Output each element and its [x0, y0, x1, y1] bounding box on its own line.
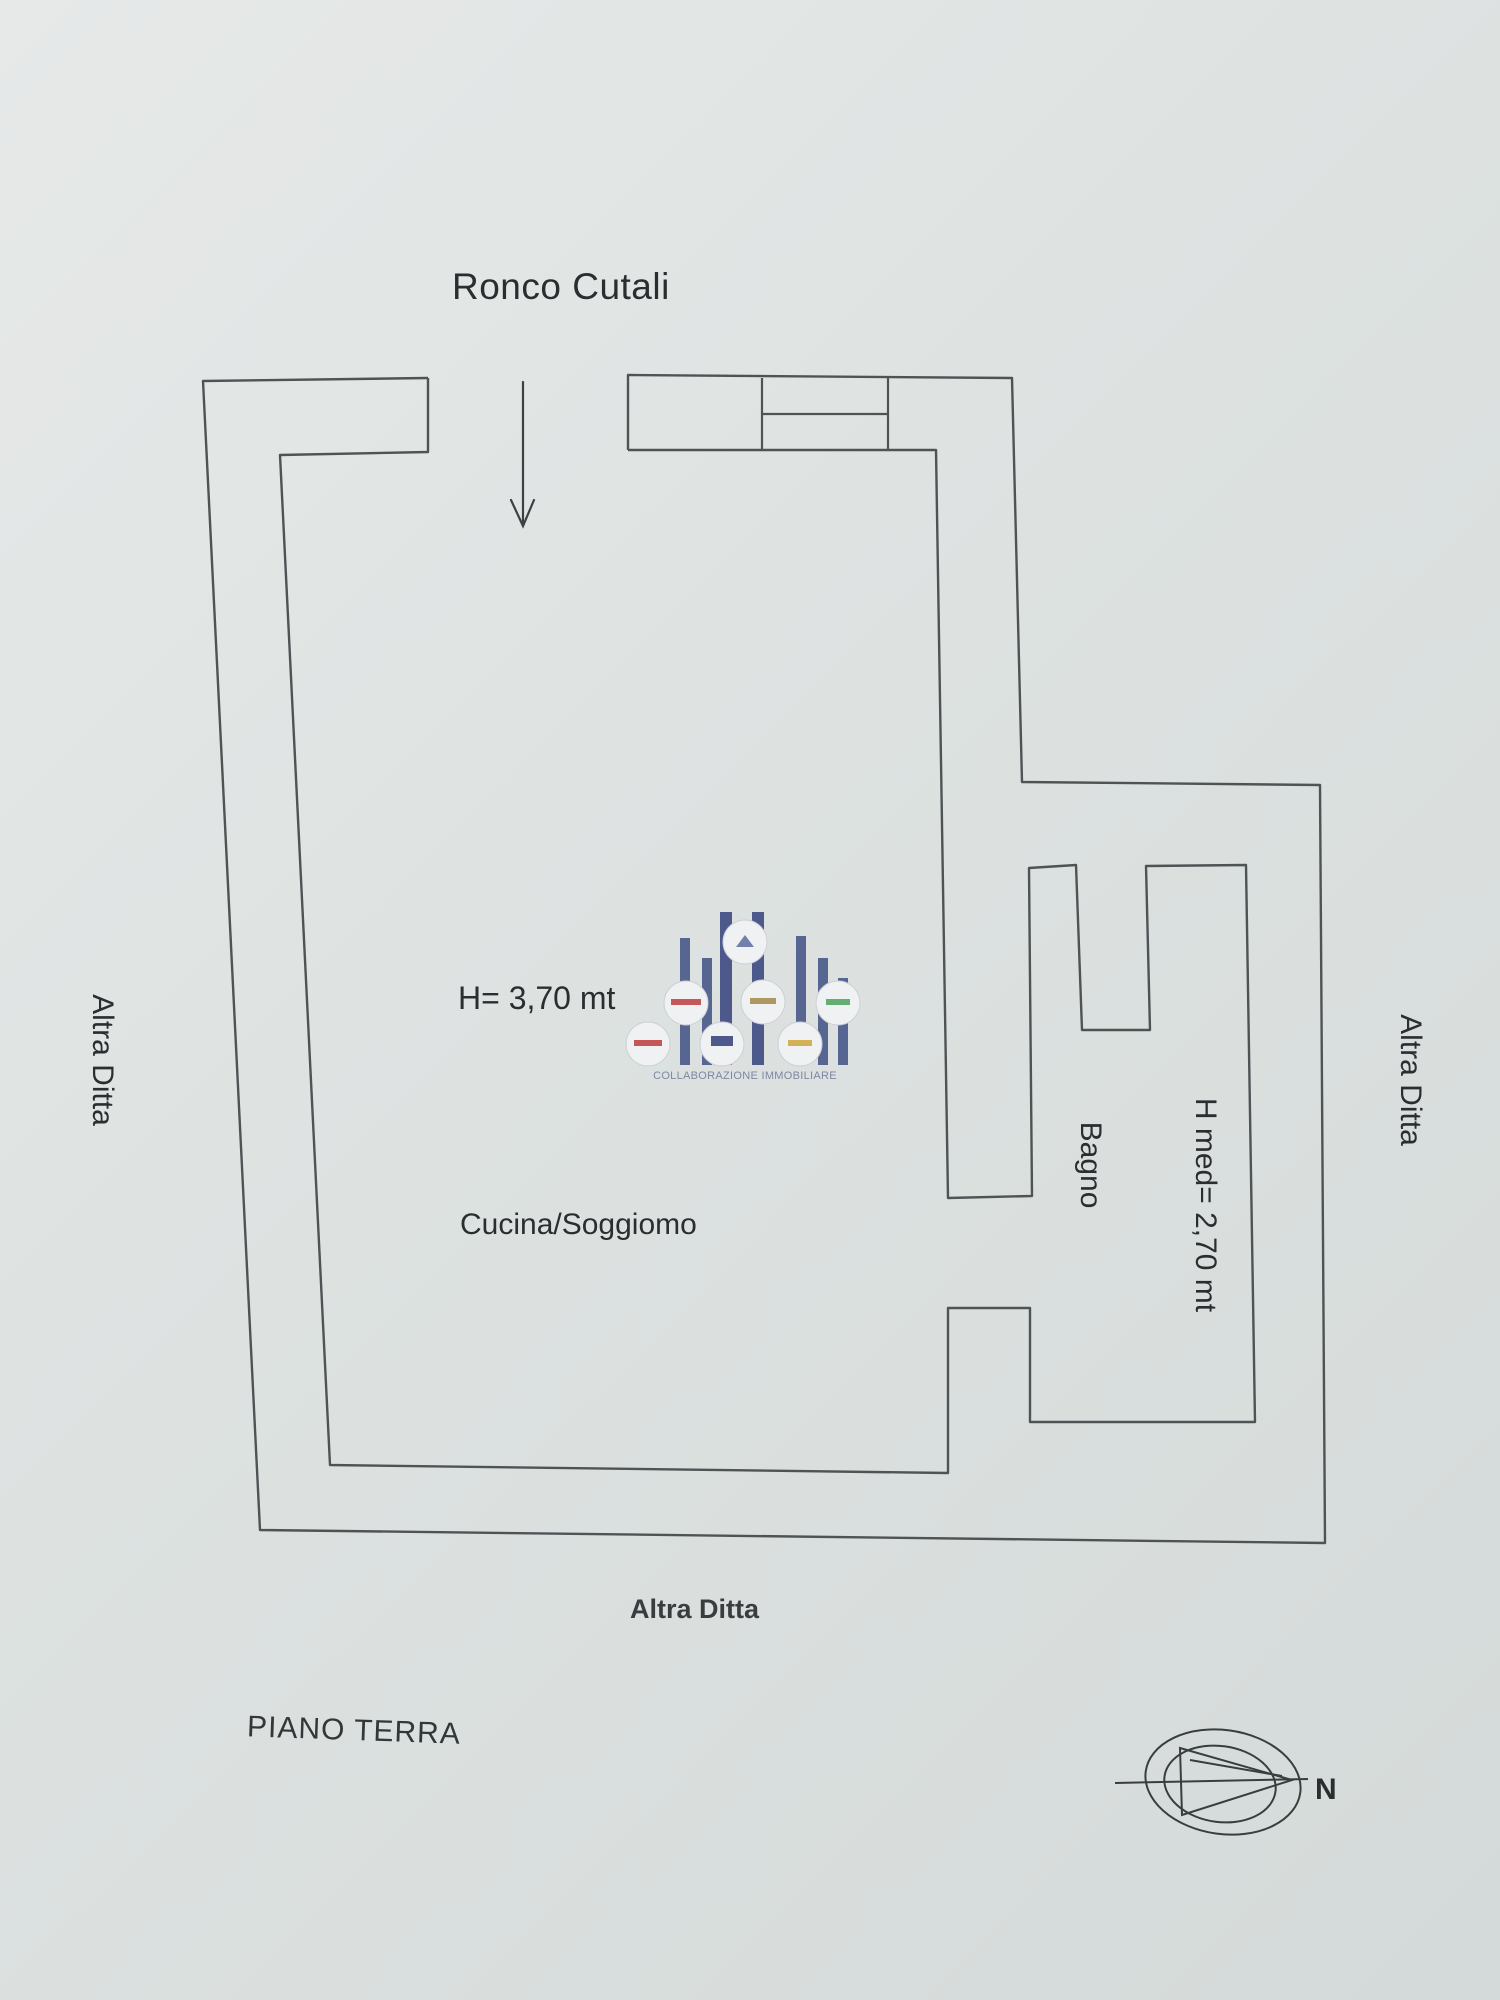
watermark-caption: COLLABORAZIONE IMMOBILIARE	[653, 1070, 837, 1082]
window	[760, 377, 890, 450]
compass	[1114, 1728, 1309, 1836]
outer-wall	[201, 373, 1327, 1545]
house-icon	[736, 935, 754, 947]
neighbor-bottom-label: Altra Ditta	[630, 1594, 760, 1624]
floor-label: PIANO TERRA	[246, 1710, 462, 1751]
street-label: Ronco Cutali	[452, 266, 670, 307]
bathroom-height-label: H med= 2,70 mt	[1189, 1097, 1222, 1313]
entrance-arrow	[509, 380, 536, 529]
bathroom-label: Bagno	[1074, 1121, 1107, 1209]
watermark-logo	[625, 912, 861, 1067]
main-room-label: Cucina/Soggiomo	[460, 1208, 697, 1241]
main-room-height-label: H= 3,70 mt	[458, 980, 616, 1016]
inner-wall	[278, 378, 1257, 1475]
neighbor-right-label: Altra Ditta	[1394, 1014, 1427, 1146]
neighbor-left-label: Altra Ditta	[86, 994, 119, 1126]
north-label: N	[1315, 1773, 1337, 1806]
